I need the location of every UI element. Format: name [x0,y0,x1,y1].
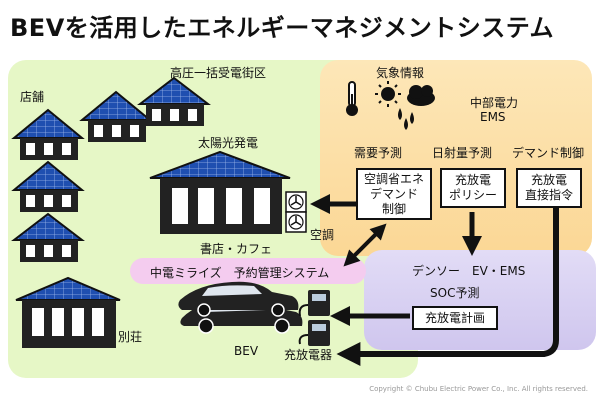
store-house-3 [11,212,85,262]
charge-policy-line-2: ポリシー [448,188,497,202]
bev-label: BEV [234,344,259,358]
aircon-control-line-1: 空調省エネ [363,171,424,186]
solar-label: 太陽光発電 [198,136,259,150]
district-house-2 [137,76,211,126]
soc-forecast-label: SOC予測 [430,286,480,300]
weather-label: 気象情報 [376,66,425,80]
district-label: 高圧一括受電街区 [170,66,267,80]
direct-command-box: 充放電 直接指令 [516,168,582,208]
store-label: 店舗 [20,90,45,104]
cloud-icon [407,85,435,106]
reservation-system-band [130,258,366,284]
demand-control-label: デマンド制御 [512,146,585,160]
charge-policy-box: 充放電 ポリシー [440,168,506,208]
charge-plan-text: 充放電計画 [424,310,485,325]
rain-icon [398,108,414,130]
aircon-control-line-3: 制御 [381,201,406,216]
sun-icon [375,81,401,107]
copyright-text: Copyright © Chubu Electric Power Co., In… [369,385,588,393]
charge-policy-line-1: 充放電 [454,173,491,187]
diagram-title: BEVを活用したエネルギーマネジメントシステム [10,14,555,42]
direct-command-line-2: 直接指令 [524,188,573,202]
chubu-ems-label-2: EMS [480,110,506,124]
chubu-ems-region [320,60,592,256]
bookstore-label: 書店・カフェ [200,242,273,256]
reservation-system-label: 中電ミライズ 予約管理システム [150,266,330,280]
aircon-control-box: 空調省エネ デマンド 制御 [356,168,432,220]
direct-command-line-1: 充放電 [530,173,567,187]
aircon-label: 空調 [310,228,335,242]
chubu-ems-label-1: 中部電力 [470,96,519,110]
bookstore-house [149,150,291,234]
fan-icon [285,191,307,233]
arrow-system-link [343,223,387,267]
demand-forecast-label: 需要予測 [354,146,403,160]
aircon-control-line-2: デマンド [369,186,418,201]
thermometer-icon [346,81,358,116]
villa-label: 別荘 [118,330,143,344]
store-house-2 [11,160,85,212]
car-icon [178,281,303,334]
charger-label: 充放電器 [284,348,333,362]
charge-plan-box: 充放電計画 [412,306,498,330]
irradiance-forecast-label: 日射量予測 [432,146,493,160]
denso-ems-label: デンソー EV・EMS [412,264,526,278]
charger-icon [298,290,330,346]
district-house-1 [79,90,153,142]
arrow-direct-command [336,206,559,366]
store-house-1 [11,108,85,160]
villa-house [15,276,121,348]
